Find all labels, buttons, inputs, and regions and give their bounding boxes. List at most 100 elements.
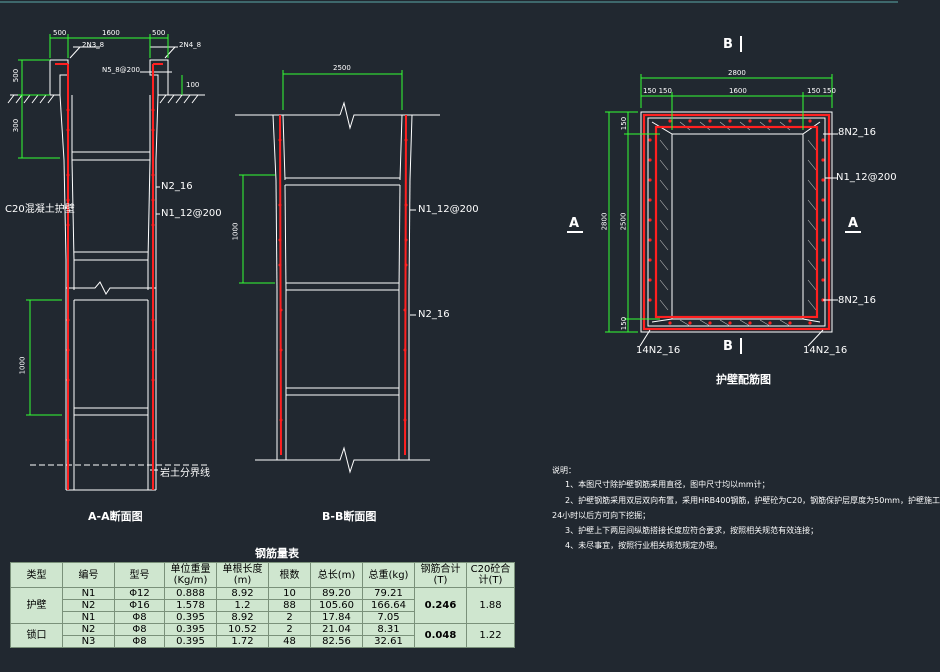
cell: 79.21 bbox=[362, 587, 415, 600]
cell: 1.2 bbox=[216, 599, 269, 612]
bb-dimensions bbox=[239, 70, 403, 284]
cell: Φ8 bbox=[114, 635, 165, 648]
table-row: N3 Φ8 0.395 1.72 48 82.56 32.61 bbox=[11, 635, 515, 648]
header-steel-sum: 钢筋合计 (T) bbox=[414, 562, 467, 588]
bb-dim-1000-vertical: 1000 bbox=[231, 222, 240, 241]
bb-rebar-dots bbox=[278, 138, 408, 422]
cell: 7.05 bbox=[362, 611, 415, 624]
plan-label-bn-top: 8N2_16 bbox=[838, 127, 876, 138]
note-item-1: 1、本图尺寸除护壁钢筋采用直径，图中尺寸均以mm计； bbox=[565, 480, 770, 489]
aa-label-rock-line: 岩土分界线 bbox=[160, 468, 210, 479]
aa-dim-300-vertical: 300 bbox=[12, 118, 21, 133]
plan-dim-side-left: 150 150 bbox=[643, 87, 672, 95]
cell: N1 bbox=[62, 611, 115, 624]
plan-label-n1: N1_12@200 bbox=[836, 172, 897, 183]
header-unit-weight: 单位重量 (Kg/m) bbox=[164, 562, 217, 588]
plan-section-a-left: A bbox=[569, 216, 580, 231]
plan-dim-2800-vertical: 2800 bbox=[600, 212, 609, 231]
aa-dim-500-vertical: 500 bbox=[12, 68, 21, 83]
bb-rebar bbox=[279, 114, 407, 456]
plan-rebar-dots bbox=[648, 119, 825, 325]
plan-title: 护壁配筋图 bbox=[716, 373, 771, 386]
aa-dim-1000-vertical: 1000 bbox=[18, 356, 27, 375]
cell: 82.56 bbox=[310, 635, 363, 648]
plan-dim-2800: 2800 bbox=[728, 69, 746, 77]
notes-heading: 说明： bbox=[552, 466, 576, 475]
cell: 0.395 bbox=[164, 623, 217, 636]
cell: 10.52 bbox=[216, 623, 269, 636]
header-id: 编号 bbox=[62, 562, 115, 588]
header-model: 型号 bbox=[114, 562, 165, 588]
plan-dim-2500-vertical: 2500 bbox=[619, 212, 628, 231]
cell: Φ8 bbox=[114, 611, 165, 624]
aa-label-n2: N2_16 bbox=[161, 181, 193, 192]
group-steel-sum: 0.048 bbox=[414, 623, 467, 648]
cell: N2 bbox=[62, 599, 115, 612]
cell: 1.72 bbox=[216, 635, 269, 648]
aa-dim-100: 100 bbox=[186, 81, 200, 89]
header-total-length: 总长(m) bbox=[310, 562, 363, 588]
note-item-2-cont: 24小时以后方可向下挖掘； bbox=[552, 511, 651, 520]
cell: 8.92 bbox=[216, 587, 269, 600]
cell: 105.60 bbox=[310, 599, 363, 612]
aa-rebar bbox=[55, 63, 163, 490]
note-item-2: 2、护壁钢筋采用双层双向布置，采用HRB400钢筋，护壁砼为C20，钢筋保护层厚… bbox=[565, 496, 940, 505]
header-concrete-sum: C20砼合 计(T) bbox=[466, 562, 515, 588]
cell: 0.395 bbox=[164, 611, 217, 624]
bb-dim-2500: 2500 bbox=[333, 64, 351, 72]
cell: 8.92 bbox=[216, 611, 269, 624]
table-row: 锁口 N2 Φ8 0.395 10.52 2 21.04 8.31 0.048 … bbox=[10, 623, 515, 648]
rebar-table-title: 钢筋量表 bbox=[255, 547, 299, 560]
aa-rebar-dots bbox=[66, 108, 155, 442]
note-item-4: 4、未尽事宜，按照行业相关规范规定办理。 bbox=[565, 541, 723, 550]
plan-dim-150-top: 150 bbox=[620, 116, 629, 131]
plan-dim-1600: 1600 bbox=[729, 87, 747, 95]
plan-hatch bbox=[659, 121, 817, 327]
cell: 0.395 bbox=[164, 635, 217, 648]
cell: N2 bbox=[62, 623, 115, 636]
aa-dim-500-right: 500 bbox=[152, 29, 166, 37]
group-steel-sum: 0.246 bbox=[414, 587, 467, 624]
plan-dim-side-right: 150 150 bbox=[807, 87, 836, 95]
bb-label-n2: N2_16 bbox=[418, 309, 450, 320]
plan-section-b-bottom: B bbox=[723, 339, 733, 354]
group-concrete-sum: 1.88 bbox=[466, 587, 515, 624]
bb-section bbox=[235, 101, 440, 474]
cell: 88 bbox=[268, 599, 311, 612]
header-type: 类型 bbox=[10, 562, 63, 588]
plan-dimensions bbox=[605, 74, 833, 333]
cell: N3 bbox=[62, 635, 115, 648]
bb-section-title: B-B断面图 bbox=[322, 510, 377, 523]
cell: 166.64 bbox=[362, 599, 415, 612]
plan-section-marks bbox=[567, 36, 861, 354]
cell: 21.04 bbox=[310, 623, 363, 636]
cad-drawing bbox=[0, 1, 898, 491]
cell: 2 bbox=[268, 611, 311, 624]
aa-section-title: A-A断面图 bbox=[88, 510, 143, 523]
cell: Φ8 bbox=[114, 623, 165, 636]
cell: 1.578 bbox=[164, 599, 217, 612]
aa-label-n4: 2N4_8 bbox=[179, 41, 202, 49]
plan-leaders bbox=[639, 133, 838, 347]
group-type: 锁口 bbox=[10, 623, 63, 648]
cell: 10 bbox=[268, 587, 311, 600]
plan-label-corner-left: 14N2_16 bbox=[636, 345, 681, 356]
header-length: 单根长度 (m) bbox=[216, 562, 269, 588]
cell: 89.20 bbox=[310, 587, 363, 600]
plan-label-corner-right: 14N2_16 bbox=[803, 345, 848, 356]
aa-label-c20: C20混凝土护壁 bbox=[5, 204, 75, 215]
cell: 17.84 bbox=[310, 611, 363, 624]
aa-label-n3: 2N3_8 bbox=[82, 41, 105, 49]
group-concrete-sum: 1.22 bbox=[466, 623, 515, 648]
aa-label-n1: N1_12@200 bbox=[161, 208, 222, 219]
bb-label-n1: N1_12@200 bbox=[418, 204, 479, 215]
aa-dim-1600: 1600 bbox=[102, 29, 120, 37]
header-count: 根数 bbox=[268, 562, 311, 588]
plan-dim-150-bottom: 150 bbox=[620, 316, 629, 331]
group-type: 护壁 bbox=[10, 587, 63, 624]
cell: Φ12 bbox=[114, 587, 165, 600]
aa-label-n5: N5_8@200 bbox=[102, 66, 141, 74]
table-header-row: 类型 编号 型号 单位重量 (Kg/m) 单根长度 (m) 根数 总长(m) 总… bbox=[10, 562, 515, 588]
cell: Φ16 bbox=[114, 599, 165, 612]
cell: 0.888 bbox=[164, 587, 217, 600]
